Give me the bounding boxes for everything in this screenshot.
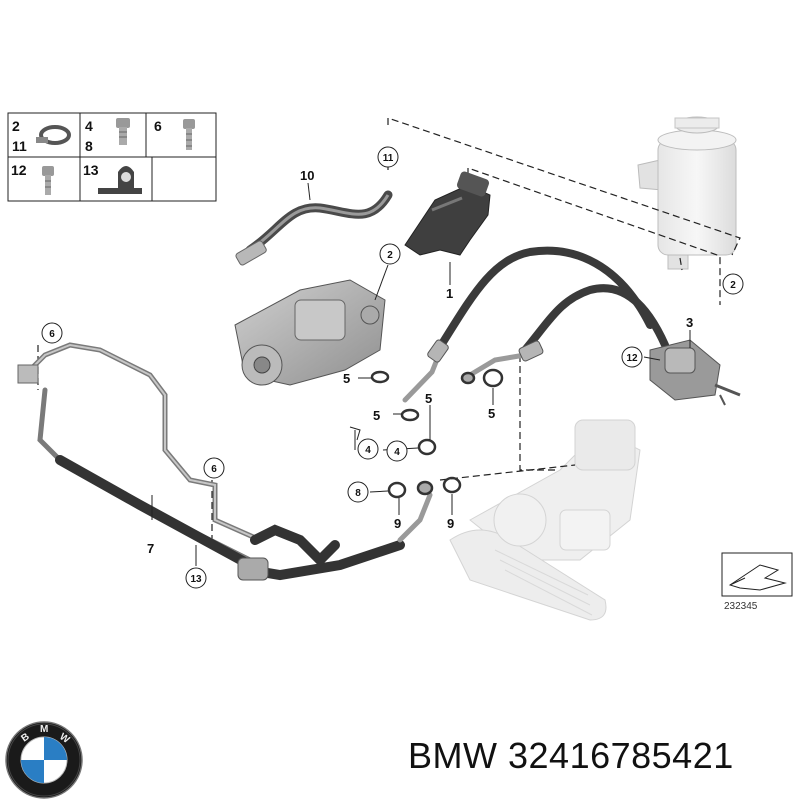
callout-6a: 6: [49, 329, 55, 340]
hose-10: [235, 190, 393, 266]
callout-5b: 5: [373, 408, 380, 423]
bracket-icon: [98, 166, 142, 194]
callout-13: 13: [190, 574, 202, 585]
hose-1: [404, 171, 491, 256]
clamp-icon: [36, 125, 71, 145]
bolt-icon: [183, 119, 195, 150]
reservoir-tank: [637, 116, 737, 270]
seal-rings: [370, 368, 504, 499]
banjo-bolt-icon: [116, 118, 130, 145]
callout-8: 8: [355, 488, 361, 499]
callout-7: 7: [147, 541, 154, 556]
callout-5c: 5: [425, 391, 432, 406]
arrow-icon: [728, 564, 787, 591]
power-steering-pump: [234, 279, 386, 386]
key-label-8: 8: [85, 138, 93, 154]
callout-1: 1: [446, 286, 453, 301]
callout-9b: 9: [447, 516, 454, 531]
steering-gear-ghost: [449, 419, 641, 621]
part-number: 32416785421: [508, 735, 734, 776]
callout-2a: 2: [387, 250, 393, 261]
pipes-7: [17, 342, 433, 581]
reference-box: 232345: [721, 552, 793, 612]
part-caption: BMW 32416785421: [408, 735, 788, 785]
callout-5a: 5: [343, 371, 350, 386]
parts-key-table: 2 11 4 8 6 12 13: [7, 112, 217, 202]
svg-text:M: M: [40, 724, 48, 735]
key-label-2: 2: [12, 118, 20, 134]
callout-2b: 2: [730, 280, 736, 291]
bmw-logo-icon: B M W: [5, 721, 83, 799]
callout-4a: 4: [365, 445, 371, 456]
callout-labels: 10 1 3 5 5 5 5 7 9 9: [147, 168, 693, 556]
brand-name: BMW: [408, 735, 498, 776]
callout-12: 12: [626, 353, 638, 364]
valve-unit: [649, 339, 741, 406]
return-hoses: [402, 246, 669, 403]
key-label-13: 13: [83, 162, 99, 178]
key-label-4: 4: [85, 118, 93, 134]
callout-4b: 4: [394, 447, 400, 458]
circled-callouts: [41, 146, 744, 589]
callout-6b: 6: [211, 464, 217, 475]
callout-9a: 9: [394, 516, 401, 531]
key-label-11: 11: [12, 138, 27, 154]
reference-number: 232345: [724, 601, 758, 612]
key-label-12: 12: [11, 162, 27, 178]
key-label-6: 6: [154, 118, 162, 134]
callout-3: 3: [686, 315, 693, 330]
callout-5d: 5: [488, 406, 495, 421]
callout-11: 11: [383, 153, 394, 164]
bolt-icon: [42, 166, 54, 195]
circled-callout-labels: 11 2 2 12 6 4 4 8 6 13: [49, 153, 736, 585]
callout-10: 10: [300, 168, 314, 183]
